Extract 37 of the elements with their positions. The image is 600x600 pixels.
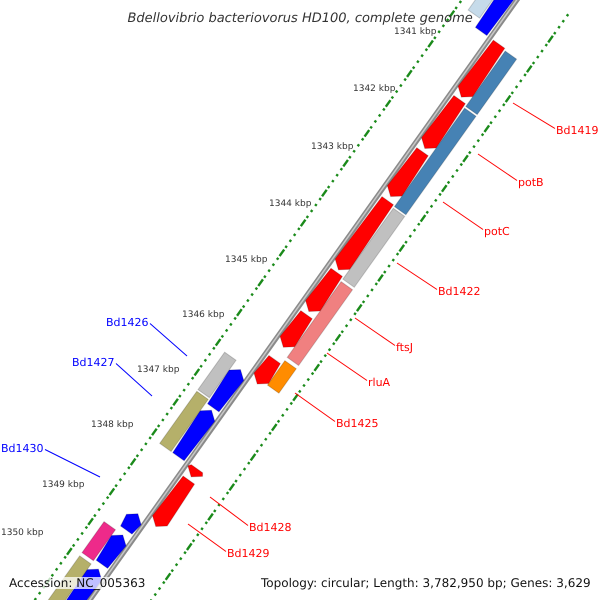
scale-label: 1350 kbp (1, 528, 44, 538)
gene-label: Bd1419 (556, 124, 599, 136)
scale-label: 1343 kbp (311, 142, 354, 152)
gene-label: Bd1422 (438, 286, 481, 296)
gene-label: Bd1425 (336, 418, 379, 428)
leader-line (150, 323, 188, 356)
leader-line (326, 352, 368, 381)
gene-label: Bd1427 (72, 356, 115, 368)
leader-line (396, 262, 438, 290)
genome-stats-text: Topology: circular; Length: 3,782,950 bp; Genes: 3,629 (261, 577, 591, 589)
accession-text: Accession: NC_005363 (9, 577, 146, 589)
gene-label: Bd1428 (249, 522, 292, 532)
leader-line (188, 524, 226, 552)
leader-line (354, 318, 396, 346)
gene-label: Bd1430 (1, 442, 44, 454)
scale-label: 1342 kbp (353, 84, 396, 94)
leader-line (116, 363, 152, 396)
map-title: Bdellovibrio bacteriovorus HD100, complete genome (128, 12, 473, 24)
scale-label: 1348 kbp (91, 420, 134, 430)
scale-label: 1347 kbp (137, 366, 180, 374)
gene-label: Bd1429 (227, 548, 270, 558)
scale-label: 1345 kbp (225, 256, 268, 264)
gene-label: rluA (368, 376, 390, 388)
leader-line (210, 496, 248, 526)
scale-label: 1349 kbp (42, 480, 84, 490)
leader-line (294, 392, 336, 422)
scale-label: 1344 kbp (269, 200, 312, 208)
gene-label: potB (518, 176, 544, 188)
scale-label: 1341 kbp (394, 28, 436, 36)
gene-label: Bd1426 (106, 316, 149, 328)
gene-label: potC (484, 226, 510, 236)
scale-label: 1346 kbp (182, 310, 224, 320)
leader-line (512, 102, 556, 129)
leader-line (44, 449, 100, 478)
leader-line (478, 154, 518, 181)
gene-label: ftsJ (396, 342, 413, 352)
leader-line (442, 202, 484, 230)
